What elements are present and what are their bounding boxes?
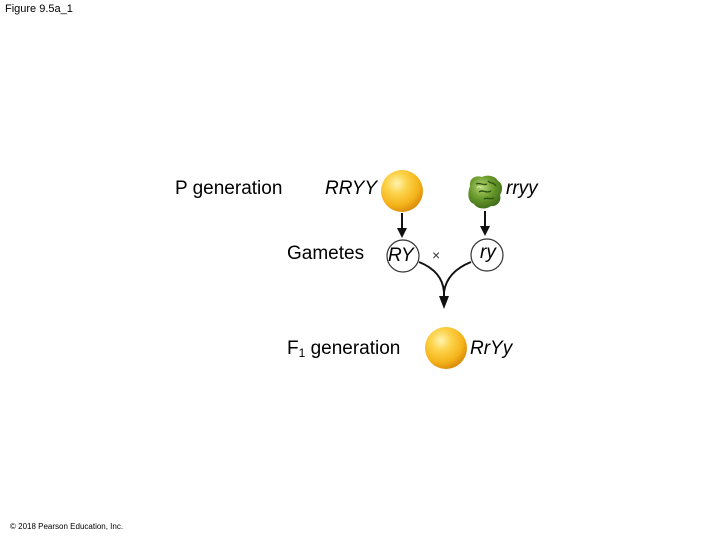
fertilization-arrow [418, 261, 472, 300]
fertilization-arrowhead [439, 296, 449, 309]
f1-genotype: RrYy [470, 338, 513, 359]
yellow-round-seed-icon [381, 170, 423, 212]
gamete-ry-recessive-label: ry [480, 242, 496, 263]
gamete-ry-recessive-circle [470, 238, 504, 272]
gametes-label: Gametes [287, 243, 365, 264]
gamete-ry-dominant-label: RY [388, 245, 414, 266]
cross-symbol: × [432, 247, 441, 263]
gamete-ry-dominant-circle [386, 239, 420, 273]
parent1-genotype: RRYY [325, 178, 378, 199]
copyright-notice: © 2018 Pearson Education, Inc. [10, 522, 124, 531]
f1-generation-label: F1 generation [287, 338, 401, 360]
figure-label: Figure 9.5a_1 [5, 3, 73, 15]
green-wrinkled-seed-icon [468, 175, 503, 209]
parent2-genotype: rryy [506, 178, 538, 199]
p-generation-label: P generation [175, 178, 283, 199]
f1-yellow-round-seed-icon [425, 327, 467, 369]
